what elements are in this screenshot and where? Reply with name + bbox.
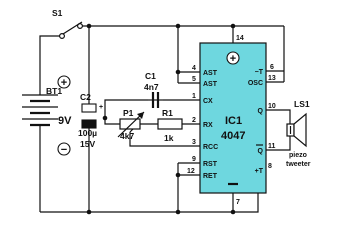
pin5-name: AST — [203, 81, 218, 88]
p1-adjust-arrow-head — [137, 112, 144, 119]
pin14-number: 14 — [236, 35, 244, 42]
c2-plate-positive — [81, 103, 97, 113]
switch-label: S1 — [52, 8, 63, 18]
top-rail-right — [82, 25, 234, 43]
pin13-name: OSC — [248, 80, 263, 87]
ic1-supply-symbol: + — [230, 53, 236, 65]
ic1-supply-circle — [226, 51, 240, 65]
pin5-number: 5 — [192, 76, 196, 83]
speaker-cone — [293, 112, 307, 148]
pin12-name: RET — [203, 173, 218, 180]
p1-body — [119, 118, 141, 130]
pin8-number: 8 — [268, 163, 272, 170]
capacitor-c2: + C2 100µ 15V — [78, 92, 103, 149]
junctions — [86, 23, 236, 215]
junction-vdd-top — [230, 23, 236, 29]
battery-plus-circle — [57, 75, 71, 89]
speaker-caption-line1: piezo — [289, 152, 307, 159]
pin6-number: 6 — [270, 64, 274, 71]
junction-pot — [102, 115, 108, 121]
pin9-number: 9 — [192, 156, 196, 163]
c2-label: C2 — [80, 92, 91, 102]
junction-pin9 — [175, 172, 181, 178]
speaker-label: LS1 — [294, 99, 310, 109]
speaker-caption-line2: tweeter — [286, 161, 311, 168]
r1-label: R1 — [162, 108, 173, 118]
pin6-name: −T — [255, 69, 264, 76]
ic1-4047: + IC1 4047 AST AST CX RX RCC RST RET −T … — [187, 35, 276, 206]
p1-value: 4k7 — [120, 131, 134, 141]
pin13-number: 13 — [268, 75, 276, 82]
pin3-wire — [129, 132, 200, 147]
c1-left-wire — [104, 99, 148, 118]
c2-polarity: + — [99, 104, 103, 111]
pin10-number: 10 — [268, 103, 276, 110]
pin7-number: 7 — [236, 199, 240, 206]
c2-plate-negative — [81, 119, 97, 129]
pin1-name: CX — [203, 98, 213, 105]
c2-rating: 15V — [80, 139, 95, 149]
junction-ast-top — [175, 23, 181, 29]
battery-minus-circle — [57, 142, 71, 156]
top-rail-left — [39, 35, 62, 95]
pin11-name: Q — [258, 148, 264, 155]
resistor-r1: R1 1k — [157, 108, 183, 143]
battery-minus-sign: − — [61, 144, 67, 156]
switch-contact-left — [58, 32, 65, 39]
junction-pin4 — [175, 69, 181, 75]
pin2-name: RX — [203, 122, 213, 129]
junction-c2-bottom — [86, 209, 92, 215]
battery-voltage: 9V — [58, 115, 72, 127]
pin10-wire — [266, 109, 291, 124]
r1-value: 1k — [164, 133, 174, 143]
battery-bt1: + − BT1 9V — [22, 75, 72, 156]
battery-plus-sign: + — [61, 77, 67, 89]
switch-s1: S1 — [52, 8, 83, 39]
c1-value: 4n7 — [144, 82, 159, 92]
pin11-number: 11 — [268, 143, 276, 150]
speaker-ls1: LS1 piezo tweeter — [286, 99, 311, 168]
p1-label: P1 — [123, 108, 134, 118]
pin3-name: RCC — [203, 144, 218, 151]
switch-lever — [62, 21, 83, 35]
c2-value: 100µ — [78, 128, 97, 138]
pin8-name: +T — [255, 168, 264, 175]
pin3-number: 3 — [192, 139, 196, 146]
pin4-number: 4 — [192, 65, 196, 72]
pin4-name: AST — [203, 70, 218, 77]
c1-label: C1 — [145, 71, 156, 81]
pin10-name: Q — [258, 108, 264, 115]
potentiometer-p1: P1 4k7 — [117, 108, 145, 141]
junction-c2-top — [86, 23, 92, 29]
pin9-name: RST — [203, 161, 218, 168]
p1-left-wire — [104, 118, 120, 125]
ic1-name: IC1 — [225, 115, 242, 127]
pin12-number: 12 — [187, 168, 195, 175]
junction-pin7-bottom — [230, 209, 236, 215]
capacitor-c1: C1 4n7 — [144, 71, 163, 108]
r1-body — [157, 118, 183, 130]
ic1-body — [199, 42, 267, 194]
junction-reset-bottom — [175, 209, 181, 215]
pin2-number: 2 — [192, 117, 196, 124]
pin1-number: 1 — [192, 93, 196, 100]
battery-label: BT1 — [46, 86, 62, 96]
ic1-part: 4047 — [221, 130, 245, 142]
pin11-wire — [266, 136, 291, 151]
